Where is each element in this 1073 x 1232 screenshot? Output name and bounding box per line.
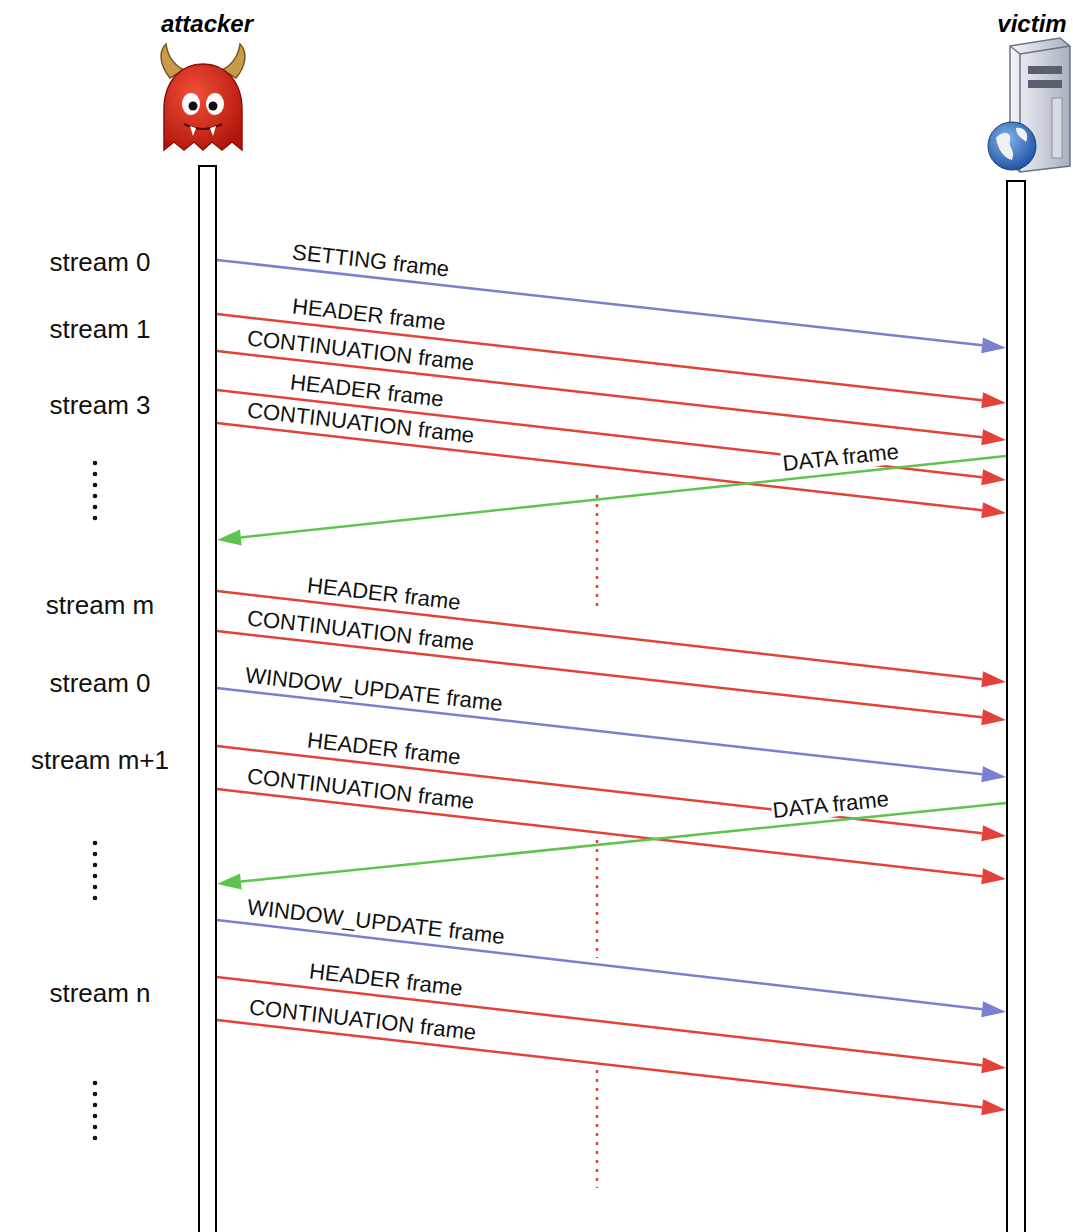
lifeline: victim (1006, 180, 1026, 1232)
stream-label: stream n (0, 978, 200, 1008)
message-arrow (217, 423, 1006, 518)
stream-label: stream 0 (0, 668, 200, 698)
frame-label: DATA frame (771, 787, 891, 823)
lifeline: attacker (198, 165, 217, 1232)
ellipsis-dots (93, 461, 98, 1141)
message-arrow (217, 746, 1006, 841)
stream-label: stream 1 (0, 314, 200, 344)
actor-name: attacker (161, 10, 253, 38)
frame-label: CONTINUATION frame (245, 764, 476, 814)
actor-name: victim (997, 10, 1066, 38)
message-arrow (217, 920, 1006, 1017)
victim-icon (988, 38, 1070, 172)
frame-label: HEADER frame (290, 294, 448, 335)
frame-label: HEADER frame (307, 960, 465, 1002)
message-arrow (217, 977, 1006, 1073)
stream-label: stream 0 (0, 247, 200, 277)
stream-label: stream m (0, 590, 200, 620)
message-arrow (217, 1020, 1006, 1115)
message-arrow (217, 803, 1006, 890)
frame-label: HEADER frame (305, 573, 463, 615)
stream-label: stream 3 (0, 390, 200, 420)
frame-label: WINDOW_UPDATE frame (243, 663, 505, 716)
frame-label: CONTINUATION frame (247, 996, 478, 1046)
message-arrow (217, 456, 1006, 545)
attacker-icon (161, 44, 245, 150)
frame-label: WINDOW_UPDATE frame (245, 895, 507, 949)
message-arrow (217, 688, 1006, 782)
continuation-dots (596, 495, 599, 1188)
frame-label: HEADER frame (305, 728, 463, 770)
frame-label: CONTINUATION frame (245, 606, 476, 656)
frame-label: SETTING frame (290, 240, 451, 282)
message-arrow (217, 631, 1006, 725)
frame-label: DATA frame (780, 439, 900, 475)
stream-label: stream m+1 (0, 745, 200, 775)
